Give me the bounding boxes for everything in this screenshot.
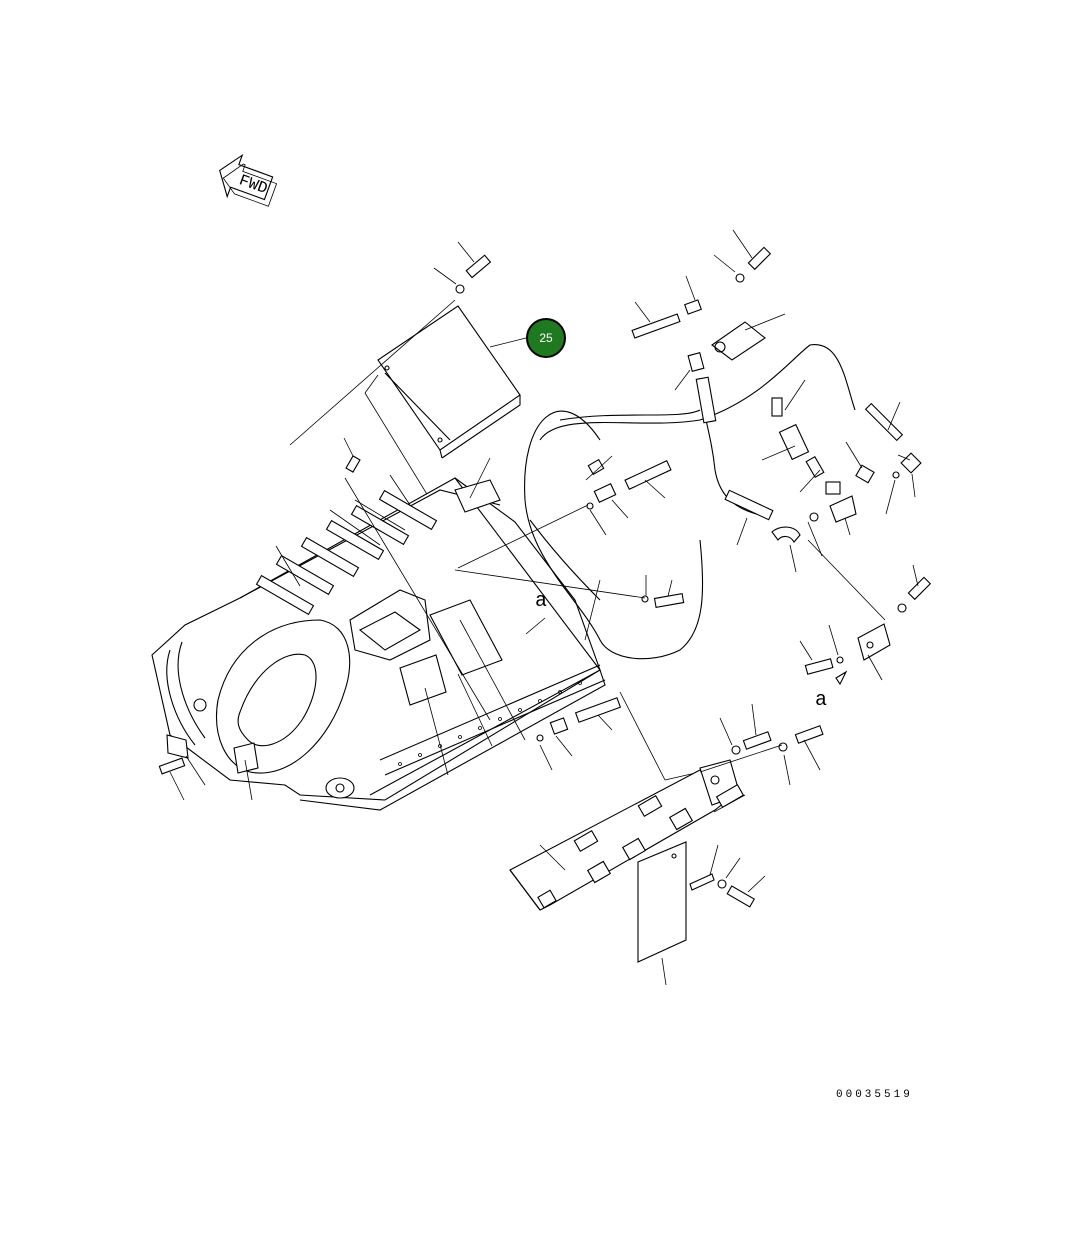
decal-lower-left bbox=[158, 734, 253, 801]
fwd-arrow: FWD bbox=[219, 153, 278, 207]
callout-25-circle[interactable] bbox=[526, 318, 566, 358]
bolt-top-left bbox=[289, 241, 492, 446]
fittings-middle bbox=[536, 691, 701, 781]
view-mark-a-lower: a bbox=[815, 689, 827, 712]
view-mark-a-upper: a bbox=[525, 590, 547, 635]
rail-holes bbox=[398, 681, 582, 766]
housing-leaders bbox=[275, 437, 526, 776]
bolts-mid-right bbox=[699, 703, 824, 786]
fittings-upper-right bbox=[457, 229, 922, 608]
hose-lines bbox=[454, 344, 856, 660]
main-housing bbox=[151, 477, 606, 811]
cover-plate bbox=[364, 305, 531, 541]
fwd-label: FWD bbox=[237, 171, 270, 198]
callout-25-number: 25 bbox=[539, 331, 553, 345]
bracket-right: a bbox=[799, 539, 932, 712]
lower-rail bbox=[509, 759, 766, 986]
view-mark-a: a bbox=[535, 590, 547, 613]
drawing-number: 00035519 bbox=[836, 1089, 913, 1101]
callout-25[interactable]: 25 bbox=[526, 318, 566, 358]
